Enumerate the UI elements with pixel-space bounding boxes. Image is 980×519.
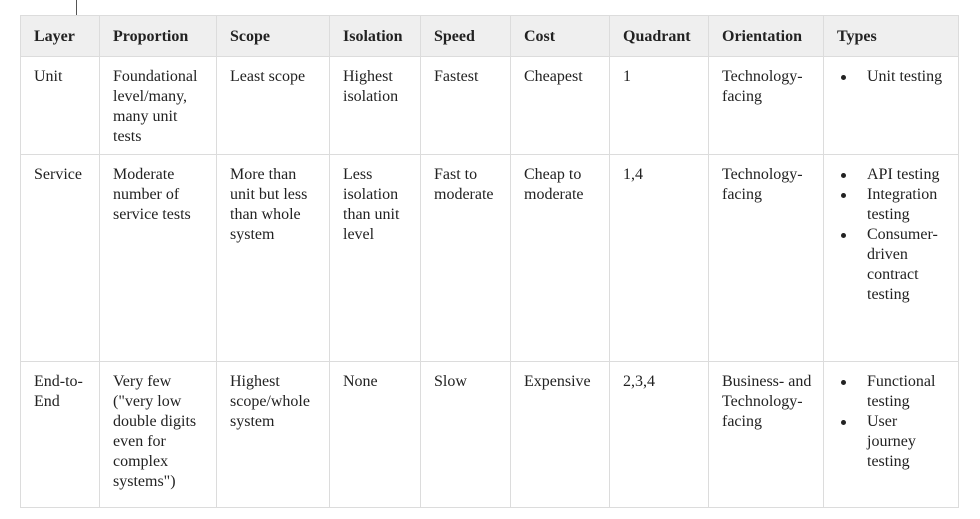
cell-cost: Expensive (510, 361, 610, 508)
cell-types: Unit testing (823, 56, 959, 155)
cell-isolation: Highest isolation (329, 56, 421, 155)
cell-scope: More than unit but less than whole syste… (216, 154, 330, 362)
cell-speed: Fast to moderate (420, 154, 511, 362)
column-header-quadrant: Quadrant (609, 15, 709, 57)
table-row-service: Service Moderate number of service tests… (20, 154, 959, 362)
column-header-isolation: Isolation (329, 15, 421, 57)
cell-types: API testing Integration testing Consumer… (823, 154, 959, 362)
test-pyramid-table: Layer Proportion Scope Isolation Speed C… (20, 15, 959, 508)
column-header-scope: Scope (216, 15, 330, 57)
types-list: Unit testing (837, 67, 950, 87)
types-list-item: Integration testing (837, 185, 950, 225)
types-list-item: API testing (837, 165, 950, 185)
cell-proportion: Moderate number of service tests (99, 154, 217, 362)
cell-layer: End-to-End (20, 361, 100, 508)
cell-quadrant: 1 (609, 56, 709, 155)
cell-scope: Highest scope/whole system (216, 361, 330, 508)
cell-scope: Least scope (216, 56, 330, 155)
cell-types: Functional testing User journey testing (823, 361, 959, 508)
cell-speed: Fastest (420, 56, 511, 155)
types-list: API testing Integration testing Consumer… (837, 165, 950, 305)
column-header-proportion: Proportion (99, 15, 217, 57)
cell-orientation: Business- and Technology-facing (708, 361, 824, 508)
table-row-unit: Unit Foundational level/many, many unit … (20, 56, 959, 155)
cell-speed: Slow (420, 361, 511, 508)
text-cursor-line (76, 0, 77, 15)
cell-isolation: Less isolation than unit level (329, 154, 421, 362)
column-header-layer: Layer (20, 15, 100, 57)
column-header-speed: Speed (420, 15, 511, 57)
cell-isolation: None (329, 361, 421, 508)
cell-proportion: Very few ("very low double digits even f… (99, 361, 217, 508)
cell-cost: Cheap to moderate (510, 154, 610, 362)
cell-layer: Service (20, 154, 100, 362)
types-list-item: Consumer-driven contract testing (837, 225, 950, 305)
column-header-orientation: Orientation (708, 15, 824, 57)
column-header-types: Types (823, 15, 959, 57)
table-row-end-to-end: End-to-End Very few ("very low double di… (20, 361, 959, 508)
cell-quadrant: 1,4 (609, 154, 709, 362)
types-list-item: Functional testing (837, 372, 950, 412)
types-list-item: User journey testing (837, 412, 950, 472)
cell-quadrant: 2,3,4 (609, 361, 709, 508)
cell-layer: Unit (20, 56, 100, 155)
types-list-item: Unit testing (837, 67, 950, 87)
cell-orientation: Technology-facing (708, 154, 824, 362)
cell-cost: Cheapest (510, 56, 610, 155)
cell-orientation: Technology-facing (708, 56, 824, 155)
column-header-cost: Cost (510, 15, 610, 57)
cell-proportion: Foundational level/many, many unit tests (99, 56, 217, 155)
types-list: Functional testing User journey testing (837, 372, 950, 472)
header-row: Layer Proportion Scope Isolation Speed C… (20, 15, 959, 57)
